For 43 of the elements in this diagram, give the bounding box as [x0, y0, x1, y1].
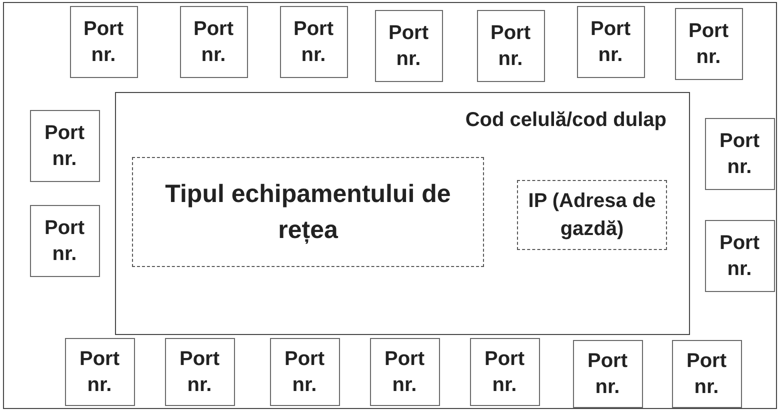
port-label: Port nr. [388, 20, 430, 72]
port-label: Port nr. [292, 16, 334, 68]
dashed-box [517, 180, 667, 250]
port-box [180, 6, 248, 78]
port-label: Port nr. [688, 18, 730, 70]
port-box [674, 8, 742, 80]
port-box [70, 6, 138, 78]
port-box [30, 110, 100, 182]
port-box [704, 118, 774, 190]
port-box [672, 340, 742, 408]
port-label: Port nr. [384, 346, 426, 398]
port-label: Port nr. [178, 346, 220, 398]
port-label: Port nr. [718, 128, 760, 180]
port-label: Port nr. [44, 216, 86, 266]
port-box [30, 204, 100, 276]
port-label: Port nr. [284, 346, 326, 398]
port-box [164, 338, 234, 406]
port-label: Port nr. [490, 20, 532, 72]
port-label: Port nr. [590, 16, 632, 68]
port-box [576, 6, 644, 78]
port-box [270, 338, 340, 406]
port-label: Port nr. [44, 120, 86, 172]
port-box [470, 338, 540, 406]
box-label: IP (Adresa de gazdă) [527, 189, 657, 242]
port-label: Port nr. [82, 16, 124, 68]
cabinet-panel [114, 92, 690, 334]
dashed-box [132, 157, 484, 267]
port-box [704, 220, 774, 292]
port-label: Port nr. [192, 16, 234, 68]
label-frame [3, 2, 777, 409]
port-box [370, 338, 440, 406]
panel-heading: Cod celulă/cod dulap [465, 108, 666, 132]
port-box [572, 340, 642, 408]
port-label: Port nr. [484, 346, 526, 398]
box-label: Tipul echipamentului de rețea [164, 179, 452, 246]
port-box [476, 10, 544, 82]
port-label: Port nr. [586, 348, 628, 400]
port-box [374, 10, 442, 82]
port-box [64, 338, 134, 406]
port-label: Port nr. [686, 348, 728, 400]
port-box [280, 6, 348, 78]
port-label: Port nr. [718, 230, 760, 282]
port-label: Port nr. [78, 346, 120, 398]
